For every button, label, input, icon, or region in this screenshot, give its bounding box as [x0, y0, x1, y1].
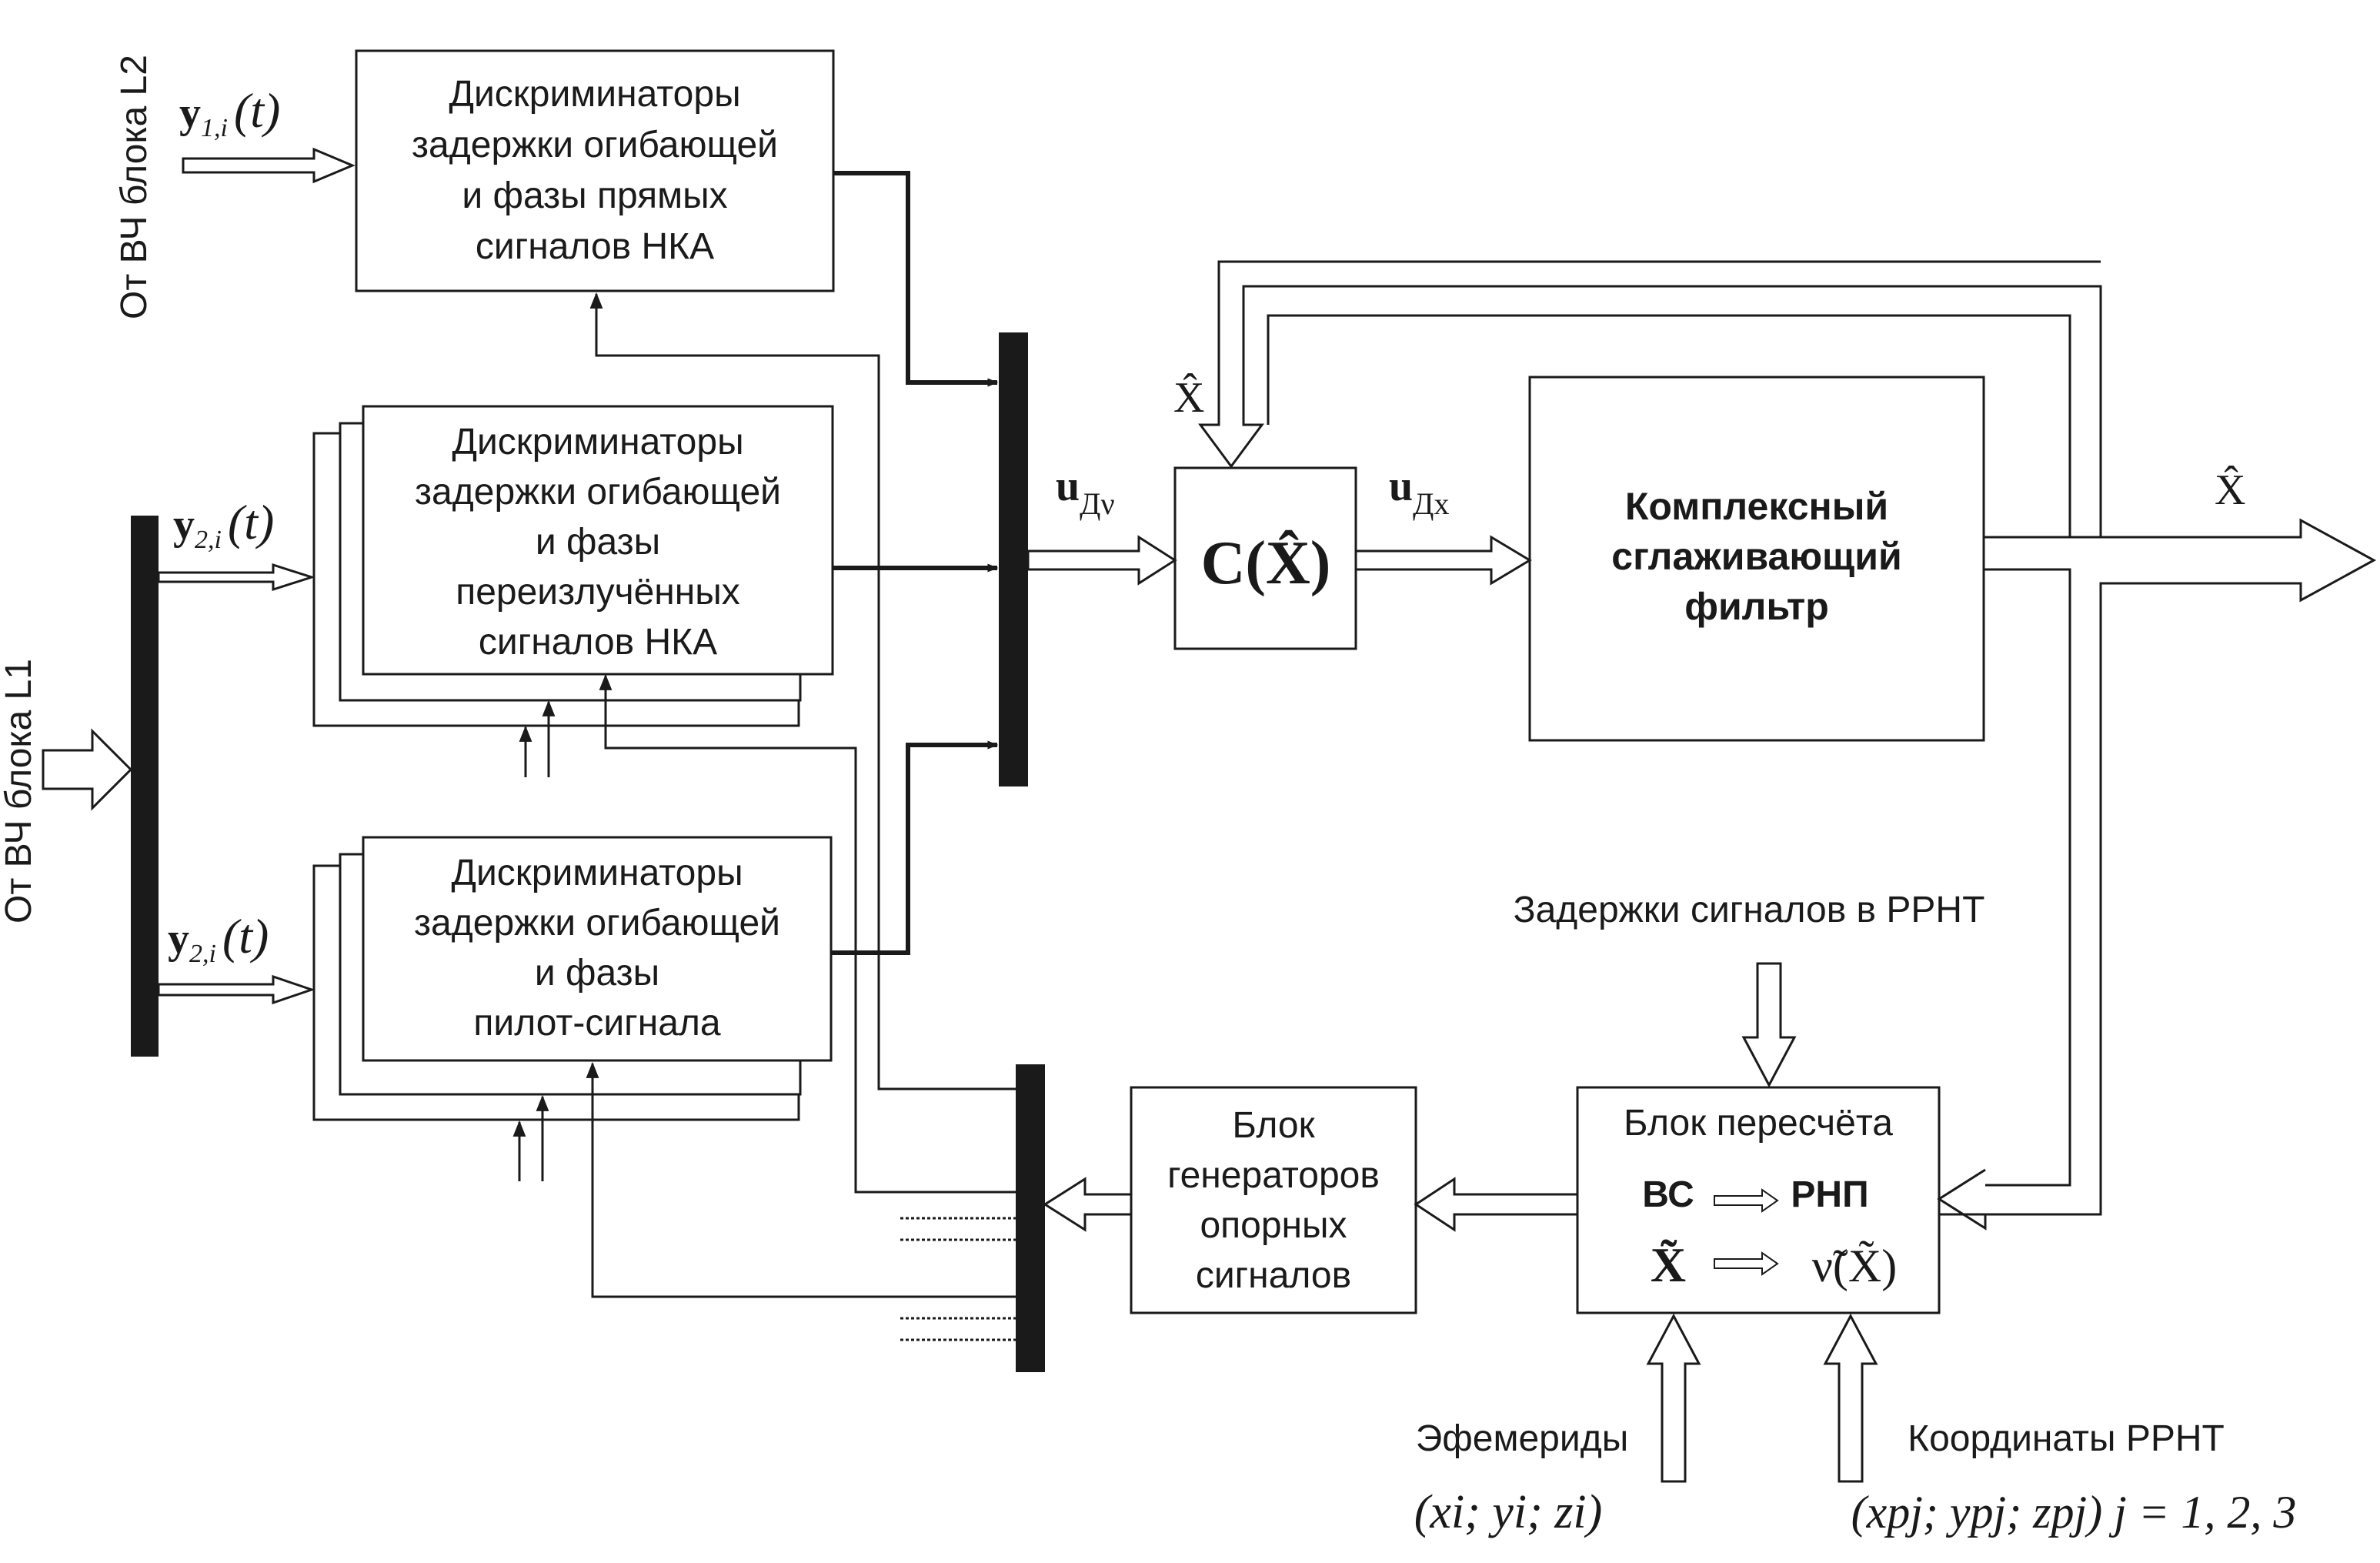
arrow-delays — [1741, 962, 1797, 1088]
c-block-box — [1173, 466, 1357, 650]
disc-pilot-line-2: задержки огибающей — [414, 903, 780, 943]
disc-direct-line-3: и фазы прямых — [462, 175, 727, 216]
y3-label: y2,i(t) — [168, 909, 269, 968]
generators-line-1: Блок — [1232, 1105, 1315, 1146]
disc-direct-line-2: задержки огибающей — [412, 125, 778, 165]
generators-line-3: опорных — [1200, 1205, 1347, 1246]
generators-line-4: сигналов — [1196, 1255, 1351, 1296]
u-dv-label: uДν — [1056, 463, 1115, 521]
disc-direct-box — [355, 49, 835, 292]
disc-pilot-line-3: и фазы — [535, 953, 659, 994]
filter-box — [1528, 376, 1985, 742]
bus-reference — [1016, 1064, 1045, 1372]
disc-reradiated-line-1: Дискриминаторы — [452, 422, 743, 463]
disc-pilot-line-1: Дискриминаторы — [451, 853, 743, 893]
disc-reradiated-line-3: и фазы — [536, 522, 660, 563]
disc-reradiated-box — [362, 405, 834, 676]
disc-reradiated-line-4: переизлучённых — [456, 572, 740, 613]
ephemeris-label: Эфемериды — [1416, 1418, 1628, 1459]
filter-line-2: сглаживающий — [1611, 535, 1901, 578]
arrow-ephemeris — [1646, 1313, 1701, 1483]
recalc-rnp: РНП — [1791, 1174, 1868, 1215]
y1-label: y1,i(t) — [179, 83, 280, 142]
generators-box — [1130, 1086, 1417, 1314]
generators-line-2: генераторов — [1167, 1155, 1380, 1196]
y2-label: y2,i(t) — [173, 495, 274, 554]
arrow-y1 — [182, 147, 355, 184]
x-hat-feedback-label: X̂ — [1173, 372, 1204, 422]
recalc-x-tilde: X̃ — [1651, 1237, 1686, 1292]
disc-direct-line-1: Дискриминаторы — [449, 74, 740, 115]
arrow-from-l1 — [42, 728, 133, 811]
arrow-x-hat-out — [1198, 260, 2102, 539]
recalc-vs: ВС — [1642, 1174, 1694, 1215]
filter-line-3: фильтр — [1684, 585, 1829, 628]
disc-reradiated-line-2: задержки огибающей — [415, 472, 781, 513]
filter-line-1: Комплексный — [1625, 485, 1888, 528]
disc-direct-line-4: сигналов НКА — [476, 226, 714, 267]
recalc-nu-x: ν̃(X̃) — [1812, 1241, 1897, 1291]
arrow-y3 — [157, 974, 315, 1005]
rrnt-formula: (xpj; ypj; zpj) j = 1, 2, 3 — [1851, 1487, 2297, 1538]
bus-combiner — [999, 332, 1028, 787]
arrow-u-dx — [1354, 535, 1532, 586]
from-l1-label: От ВЧ блока L1 — [0, 659, 39, 923]
delays-label: Задержки сигналов в РРНТ — [1514, 890, 1985, 930]
disc-pilot-box — [362, 836, 833, 1062]
disc-pilot-line-4: пилот-сигнала — [473, 1003, 720, 1044]
x-hat-out-label: X̂ — [2215, 465, 2245, 514]
rrnt-coords-label: Координаты РРНТ — [1908, 1418, 2225, 1459]
c-block-label: C(X̂) — [1201, 529, 1331, 597]
arrow-rrnt-coords — [1823, 1313, 1878, 1483]
disc-reradiated-line-5: сигналов НКА — [479, 622, 717, 663]
arrow-y2 — [157, 563, 315, 592]
ephemeris-formula: (xi; yi; zi) — [1414, 1486, 1602, 1538]
bus-l1 — [131, 516, 159, 1057]
from-l2-label: От ВЧ блока L2 — [114, 55, 155, 319]
u-dx-label: uДx — [1389, 463, 1449, 521]
recalc-title: Блок пересчёта — [1624, 1103, 1893, 1144]
arrow-u-dv — [1026, 535, 1177, 586]
